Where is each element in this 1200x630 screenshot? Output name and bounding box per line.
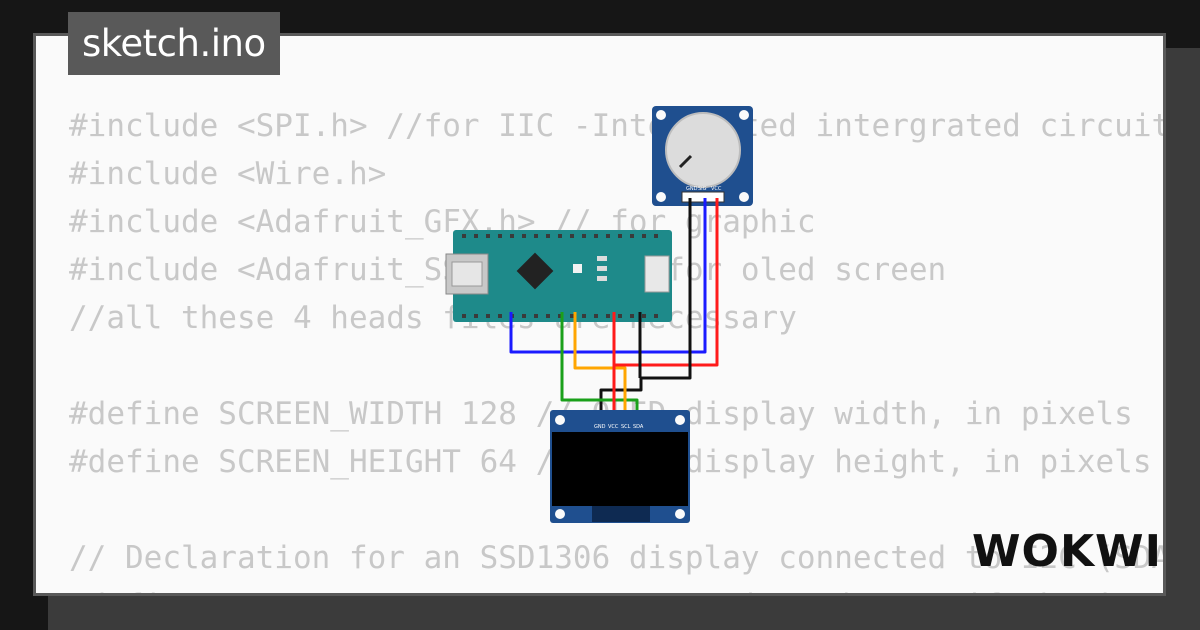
oled-pin-label: SCL [621, 424, 631, 430]
code-line: #include <Wire.h> [69, 156, 387, 192]
code-line: //all these 4 heads files are necessary [69, 300, 797, 336]
pot-pin-label: VCC [711, 186, 722, 192]
reset-button[interactable] [573, 264, 582, 273]
wires [509, 198, 719, 418]
wire-black-pot [599, 198, 692, 418]
potentiometer-module[interactable]: GND SIG VCC [652, 106, 753, 206]
code-line: #include <SPI.h> //for IIC -Intergrated … [69, 108, 1166, 144]
code-line: // Declaration for an SSD1306 display co… [69, 540, 1163, 576]
top-pin-header [462, 234, 658, 238]
wokwi-logo: WOKWI [972, 526, 1162, 577]
filename-tab[interactable]: sketch.ino [68, 12, 280, 75]
pot-pin-label: GND [686, 186, 698, 192]
oled-pin-label: GND [594, 424, 606, 430]
wire-green [560, 312, 639, 418]
arduino-nano-board[interactable] [445, 230, 672, 322]
wire-blue [509, 198, 707, 354]
usb-connector-icon [445, 253, 489, 295]
mcu-chip-icon [516, 252, 554, 290]
oled-screen [552, 432, 688, 506]
pot-pin-label: SIG [698, 186, 707, 192]
wire-orange [573, 312, 627, 418]
oled-pin-label: VCC [608, 424, 619, 430]
bottom-pin-header [462, 314, 658, 318]
code-line: #define OLED_RESET -1 // Reset pin # (or… [69, 582, 1163, 593]
potentiometer-knob-icon[interactable] [665, 112, 741, 188]
oled-pin-label: SDA [633, 424, 644, 430]
wire-red-pot [612, 198, 719, 367]
oled-display-module[interactable]: GND VCC SCL SDA [550, 410, 690, 523]
